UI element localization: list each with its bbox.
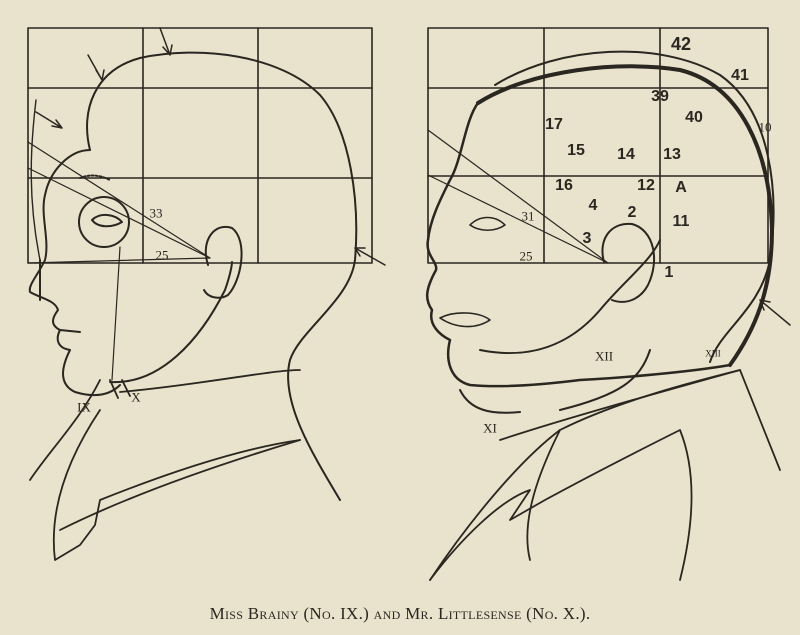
organ-label-12: 12 <box>637 177 655 194</box>
figure-caption: Miss Brainy (No. IX.) and Mr. Littlesens… <box>209 604 591 623</box>
right-angle-lines <box>427 129 609 264</box>
organ-label-17: 17 <box>545 116 563 133</box>
right-label-xii: XII <box>594 348 614 364</box>
organ-label-a: A <box>675 179 687 196</box>
left-body <box>29 369 301 561</box>
organ-label-3: 3 <box>582 230 592 247</box>
organ-label-41: 41 <box>731 67 749 84</box>
organ-label-16: 16 <box>555 177 573 194</box>
organ-label-15: 15 <box>567 142 585 159</box>
organ-label-2: 2 <box>627 204 637 221</box>
right-grid <box>427 27 769 264</box>
right-body <box>429 369 781 581</box>
left-arrows <box>35 27 386 266</box>
angle-label-31: 31 <box>521 208 535 224</box>
left-angle-label-33: 33 <box>149 205 163 221</box>
organ-label-40: 40 <box>685 109 703 126</box>
left-label-ix: IX <box>77 399 91 415</box>
left-head-profile <box>28 51 358 501</box>
left-angle-lines <box>27 141 211 264</box>
left-angle-label-25: 25 <box>155 247 169 263</box>
right-label-xiii: XIII <box>705 348 721 359</box>
left-label-x: X <box>131 389 141 405</box>
phrenology-illustration <box>27 27 791 581</box>
right-arrow <box>759 299 791 326</box>
organ-label-4: 4 <box>588 197 598 214</box>
organ-label-42: 42 <box>670 34 692 54</box>
organ-label-14: 14 <box>617 146 635 163</box>
organ-label-13: 13 <box>663 146 681 163</box>
organ-label-10: 10 <box>758 119 772 135</box>
organ-label-1: 1 <box>664 264 674 281</box>
angle-label-25: 25 <box>519 248 533 264</box>
right-label-xi: XI <box>483 420 497 436</box>
organ-label-11: 11 <box>672 213 690 230</box>
organ-label-39: 39 <box>651 88 669 105</box>
